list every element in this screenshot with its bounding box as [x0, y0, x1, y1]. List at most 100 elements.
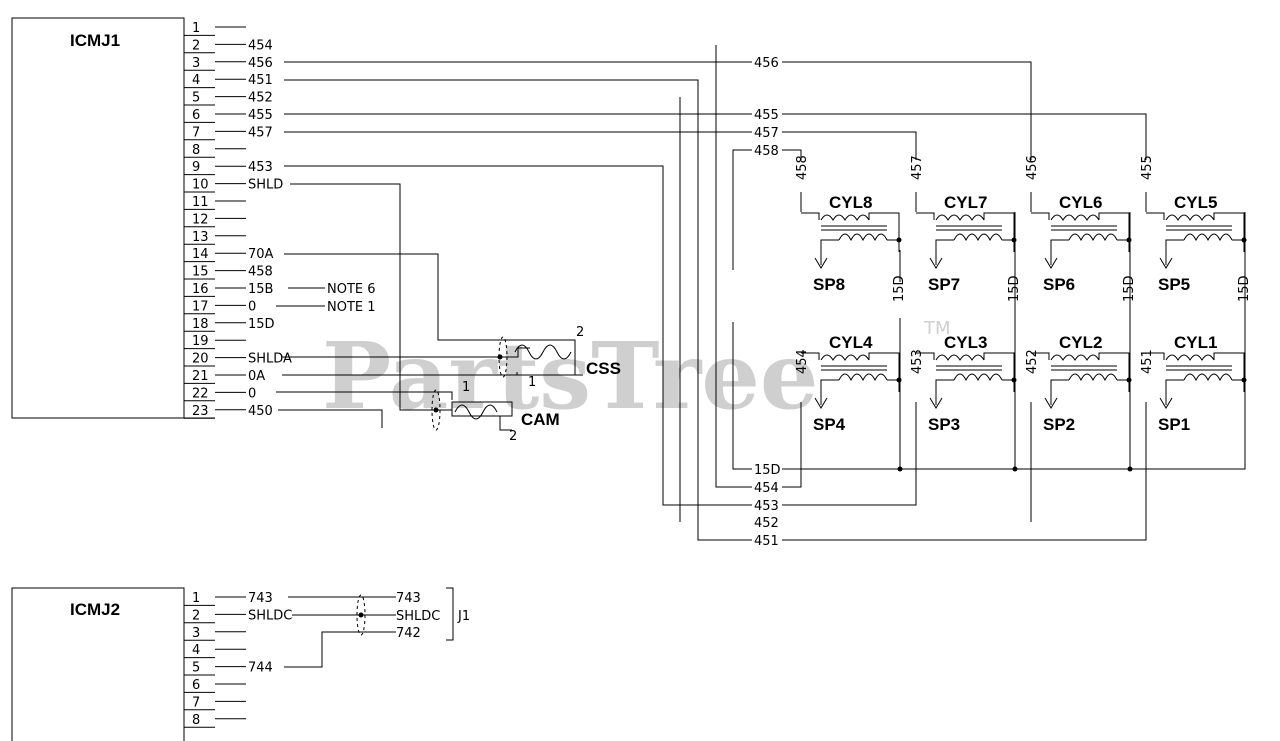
- icmj1-pin-number: 19: [192, 334, 209, 349]
- coil-wire-label: 456: [1025, 155, 1040, 180]
- primary-winding: [1050, 354, 1100, 361]
- icmj1-pin-number: 5: [192, 91, 200, 106]
- coil-lead: [983, 212, 1015, 252]
- icmj2-wiring: [284, 587, 454, 668]
- secondary-winding: [1068, 373, 1118, 382]
- sp-label: SP2: [1043, 415, 1075, 434]
- css-label: CSS: [586, 359, 621, 378]
- cam-pin-2: 2: [509, 429, 517, 444]
- icmj1-pin-wire: 450: [248, 404, 273, 419]
- note-6-label: NOTE 6: [327, 282, 376, 297]
- sp-label: SP7: [928, 275, 960, 294]
- spark-arrow-icon: [1159, 257, 1173, 269]
- icmj1-pin-number: 20: [192, 352, 209, 367]
- icmj1-pin-wire: 453: [248, 160, 273, 175]
- cyl-label: CYL7: [944, 193, 987, 212]
- icmj1-pin-number: 23: [192, 404, 209, 419]
- bus-label-451: 451: [754, 534, 779, 549]
- j1-bracket-label: J1: [457, 609, 470, 624]
- icmj2-pin-wire: SHLDC: [248, 608, 292, 623]
- sp-label: SP5: [1158, 275, 1190, 294]
- sp-label: SP8: [813, 275, 845, 294]
- primary-winding: [1165, 354, 1215, 361]
- plug-lead: [935, 239, 954, 265]
- sp-label: SP4: [813, 415, 846, 434]
- sp-label: SP6: [1043, 275, 1075, 294]
- icmj1-pin-number: 16: [192, 282, 209, 297]
- cam-pin-1: 1: [462, 380, 470, 395]
- icmj1-pin-wire: 0: [248, 299, 256, 314]
- coil-wire-label: 453: [910, 349, 925, 374]
- shield-junction-dot: [358, 612, 364, 618]
- icmj1-pin-number: 6: [192, 108, 200, 123]
- coil-lead: [868, 212, 900, 252]
- spark-arrow-icon: [1159, 397, 1173, 409]
- cam-label: CAM: [521, 410, 560, 429]
- watermark-tm: TM: [923, 318, 951, 339]
- plug-lead: [1165, 239, 1184, 265]
- secondary-winding: [953, 373, 1003, 382]
- secondary-winding: [1183, 233, 1233, 242]
- icmj1-pin-wire: SHLDA: [248, 352, 292, 367]
- icmj2-pin-wire: 743: [248, 591, 273, 606]
- coil-lead: [1098, 352, 1130, 392]
- cyl-label: CYL1: [1174, 333, 1217, 352]
- icmj1-pin-number: 21: [192, 369, 209, 384]
- plug-lead: [935, 379, 954, 405]
- coil-lead: [868, 352, 900, 392]
- coil-lead: [916, 212, 935, 220]
- icmj1-pin-number: 4: [192, 73, 200, 88]
- bus-label-453: 453: [754, 499, 779, 514]
- coil-lead: [1098, 212, 1130, 252]
- css-shield-dot: [497, 354, 503, 360]
- spark-arrow-icon: [814, 397, 828, 409]
- secondary-winding: [1068, 233, 1118, 242]
- power-wire-label: 15D: [1237, 275, 1252, 302]
- junction-dot: [1126, 377, 1132, 383]
- icmj1-pin-wire: 0: [248, 386, 256, 401]
- icmj1-connector: [11, 17, 185, 419]
- icmj1-pin-wire: 456: [248, 56, 273, 71]
- sp-label: SP3: [928, 415, 960, 434]
- primary-winding: [1165, 214, 1215, 221]
- primary-winding: [820, 214, 870, 221]
- cyl-label: CYL6: [1059, 193, 1102, 212]
- plug-lead: [1050, 379, 1069, 405]
- icmj1-pin-number: 17: [192, 299, 209, 314]
- plug-lead: [1050, 239, 1069, 265]
- bus-label-457: 457: [754, 126, 779, 141]
- junction-dot: [1011, 377, 1017, 383]
- icmj1-pin-number: 15: [192, 265, 209, 280]
- icmj1-pin-wire: 452: [248, 91, 273, 106]
- icmj2-pin-number: 6: [192, 678, 200, 693]
- coil-wire-label: 455: [1140, 155, 1155, 180]
- icmj2-pin-wire: 744: [248, 661, 273, 676]
- junction-dot: [1011, 237, 1017, 243]
- icmj1-pin-wire: 457: [248, 125, 273, 140]
- icmj1-pin-number: 9: [192, 160, 200, 175]
- icmj1-pin-number: 2: [192, 38, 200, 53]
- coil-lead: [801, 212, 820, 220]
- bus-label-456: 456: [754, 56, 779, 71]
- icmj1-pin-wire: 451: [248, 73, 273, 88]
- coil-lead: [1031, 212, 1050, 220]
- power-wire-label: 15D: [1122, 275, 1137, 302]
- icmj2-pin-number: 7: [192, 695, 200, 710]
- icmj1-pin-number: 7: [192, 125, 200, 140]
- secondary-winding: [1183, 373, 1233, 382]
- icmj1-pin-wire: 15D: [248, 317, 275, 332]
- j1-label-shldc: SHLDC: [396, 609, 440, 624]
- icmj1-pin-number: 1: [192, 21, 200, 36]
- cyl-label: CYL5: [1174, 193, 1217, 212]
- css-pin-2: 2: [576, 325, 584, 340]
- primary-winding: [1050, 214, 1100, 221]
- icmj1-pin-wire: 454: [248, 38, 273, 53]
- icmj2-pin-number: 3: [192, 626, 200, 641]
